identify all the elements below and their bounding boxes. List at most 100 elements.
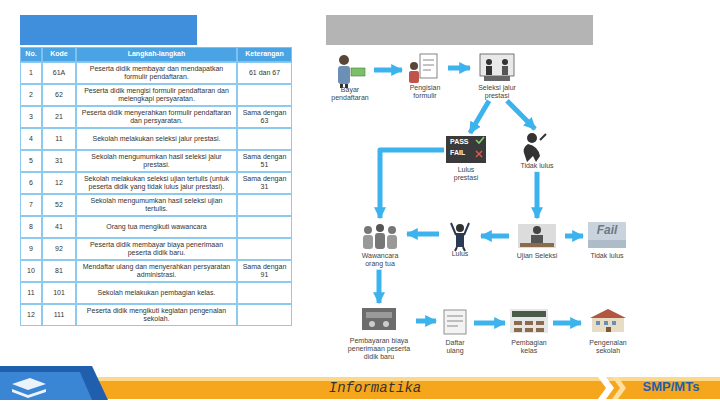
table-cell-text: Sekolah melakukan pembagian kelas. <box>79 289 234 297</box>
flow-arrow <box>507 101 535 129</box>
table-cell-text: Sekolah melakukan seleksi jalur prestasi… <box>79 135 234 143</box>
step-label: Tidak lulus <box>514 162 560 170</box>
table-cell-text: 5 <box>23 157 39 165</box>
flow-step: Pembagian kelas <box>506 307 552 355</box>
step-label: Pembagian kelas <box>507 339 551 355</box>
icon-area <box>514 130 560 162</box>
icon-area <box>583 307 633 339</box>
exam-icon <box>518 224 556 248</box>
table-cell-text: 7 <box>23 201 39 209</box>
table-cell-text: Mendaftar ulang dan menyerahkan persyara… <box>79 263 234 279</box>
table-cell-text: Sama dengan 63 <box>240 109 289 125</box>
table-header: Kode <box>45 50 73 58</box>
table-cell-text: 12 <box>23 311 39 319</box>
table-cell-text: 10 <box>23 267 39 275</box>
fail-sign-icon <box>588 222 626 248</box>
flow-step: Pengenalan sekolah <box>582 307 634 355</box>
pass-fail-icon <box>446 136 486 163</box>
table-cell-text: Peserta didik mengikuti kegiatan pengena… <box>79 307 234 323</box>
icon-area <box>446 134 486 166</box>
payment-icon <box>338 55 365 88</box>
flow-step: Tidak lulus <box>513 130 561 170</box>
table-cell-text: 11 <box>23 289 39 297</box>
table-cell-text: Sekolah mengumumkan hasil seleksi ujian … <box>79 197 234 213</box>
flow-step: Tidak lulus <box>584 220 630 260</box>
fee-payment-icon <box>362 308 396 330</box>
icon-area <box>355 220 405 252</box>
table-cell-text: Sama dengan 31 <box>240 175 289 191</box>
table-cell-text: Sekolah melakukan seleksi ujian tertulis… <box>79 175 234 191</box>
table-cell-text: 21 <box>45 113 73 121</box>
title-bar <box>326 15 593 45</box>
table-cell-text: 52 <box>45 201 73 209</box>
table-cell-text: Sama dengan 51 <box>240 153 289 169</box>
table-header: Keterangan <box>240 50 289 58</box>
step-label: Wawancara orang tua <box>355 252 405 268</box>
table-cell-text: 92 <box>45 245 73 253</box>
table-cell <box>237 128 292 150</box>
table-cell-text: 3 <box>23 113 39 121</box>
icon-area <box>441 218 479 250</box>
selection-icon <box>480 54 514 81</box>
flow-step: Pengisian formulir <box>403 52 447 100</box>
flow-arrow <box>565 234 583 239</box>
table-cell <box>237 238 292 260</box>
flow-arrow <box>448 66 470 71</box>
table-cell-text: 8 <box>23 223 39 231</box>
flow-step: Pembayaran biaya penerimaan peserta didi… <box>343 305 415 360</box>
success-icon <box>451 223 469 251</box>
table-cell-text: Sama dengan 91 <box>240 263 289 279</box>
step-label: Ujian Seleksi <box>511 252 563 260</box>
table-cell-text: Peserta didik mengisi formulir pendaftar… <box>79 87 234 103</box>
reregistration-icon <box>444 310 466 334</box>
table-cell-text: Peserta didik menyerahkan formulir penda… <box>79 109 234 125</box>
table-cell-text: Sekolah mengumumkan hasil seleksi jalur … <box>79 153 234 169</box>
step-label: Pengisian formulir <box>404 84 446 100</box>
flow-arrow <box>416 319 436 324</box>
icon-text: PASS <box>450 138 476 146</box>
table-cell-text: 101 <box>45 289 73 297</box>
flow-step: Seleksi jalur prestasi <box>471 52 523 100</box>
table-cell-text: 61 dan 67 <box>240 69 289 77</box>
flow-arrow <box>374 68 402 73</box>
table-cell-text: 2 <box>23 91 39 99</box>
icon-area <box>585 220 629 252</box>
table-cell <box>237 84 292 106</box>
flow-arrow <box>470 101 489 133</box>
school-icon <box>590 309 626 332</box>
flow-arrow <box>481 234 509 239</box>
table-cell-text: 61A <box>45 69 73 77</box>
fail-person-icon <box>524 133 546 162</box>
icon-area <box>511 220 563 252</box>
step-label: Tidak lulus <box>585 252 629 260</box>
table-cell-text: 31 <box>45 157 73 165</box>
table-cell-text: 62 <box>45 91 73 99</box>
flow-arrow <box>474 321 505 326</box>
icon-text: Fail <box>590 224 624 238</box>
flow-step: Bayar pendaftaran <box>327 54 373 102</box>
footer <box>0 366 720 400</box>
icon-area <box>438 307 472 339</box>
flow-arrow <box>553 321 581 326</box>
flow-arrow <box>380 150 444 218</box>
flow-arrow <box>535 172 540 218</box>
table-cell-text: Peserta didik membayar dan mendapatkan f… <box>79 65 234 81</box>
table-cell-text: 4 <box>23 135 39 143</box>
title-bar <box>20 15 197 45</box>
flow-step: Daftar ulang <box>437 307 473 355</box>
table-cell-text: 1 <box>23 69 39 77</box>
step-label: Lulus <box>441 250 479 258</box>
step-label: Pembayaran biaya penerimaan peserta didi… <box>344 337 414 360</box>
step-label: Bayar pendaftaran <box>328 86 372 102</box>
table-header: Langkah-langkah <box>79 50 234 58</box>
flow-arrow <box>407 232 439 237</box>
flow-arrow <box>377 270 382 303</box>
table-cell-text: 41 <box>45 223 73 231</box>
icon-area <box>507 307 551 339</box>
table-cell-text: 111 <box>45 311 73 319</box>
table-cell-text: 6 <box>23 179 39 187</box>
table-cell-text: 9 <box>23 245 39 253</box>
interview-icon <box>363 224 397 249</box>
footer-subject: Informatika <box>300 380 450 396</box>
